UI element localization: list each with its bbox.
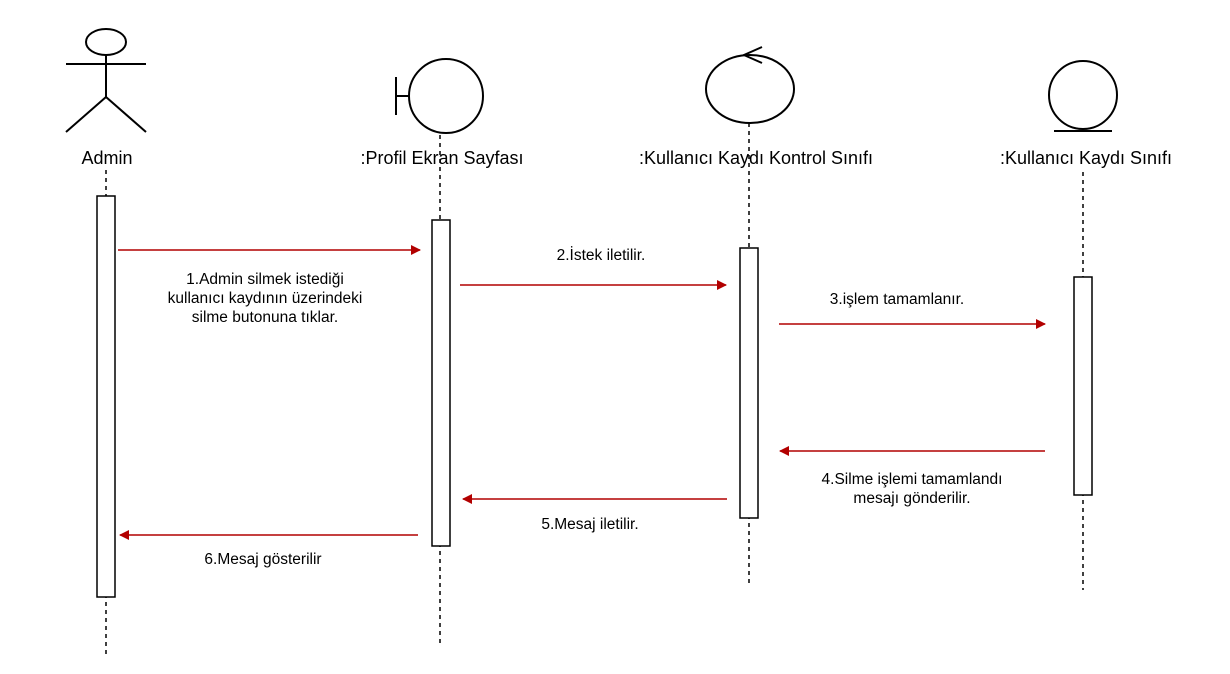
control-icon xyxy=(705,46,795,124)
entity-icon xyxy=(1048,60,1118,132)
participant-label-kontrol: :Kullanıcı Kaydı Kontrol Sınıfı xyxy=(638,148,874,168)
message-label-1: 1.Admin silmek istediği kullanıcı kaydın… xyxy=(167,271,363,326)
message-arrows xyxy=(118,245,1046,540)
activation-kontrol xyxy=(739,247,759,519)
message-label-6: 6.Mesaj gösterilir xyxy=(204,551,322,568)
activation-admin xyxy=(96,195,116,598)
participant-label-profil: :Profil Ekran Sayfası xyxy=(360,148,524,168)
activation-kayit xyxy=(1073,276,1093,496)
boundary-icon xyxy=(395,58,484,134)
participant-label-admin: Admin xyxy=(81,148,133,168)
activation-bars xyxy=(96,195,1093,598)
message-label-3: 3.işlem tamamlanır. xyxy=(829,291,965,308)
participant-label-kayit: :Kullanıcı Kaydı Sınıfı xyxy=(999,148,1173,168)
lifelines xyxy=(105,123,1084,655)
message-label-5: 5.Mesaj iletilir. xyxy=(541,516,639,533)
message-label-2: 2.İstek iletilir. xyxy=(556,247,646,264)
actor-admin-icon xyxy=(65,28,147,133)
activation-profil xyxy=(431,219,451,547)
message-label-4: 4.Silme işlemi tamamlandı mesajı gönderi… xyxy=(821,471,1003,507)
